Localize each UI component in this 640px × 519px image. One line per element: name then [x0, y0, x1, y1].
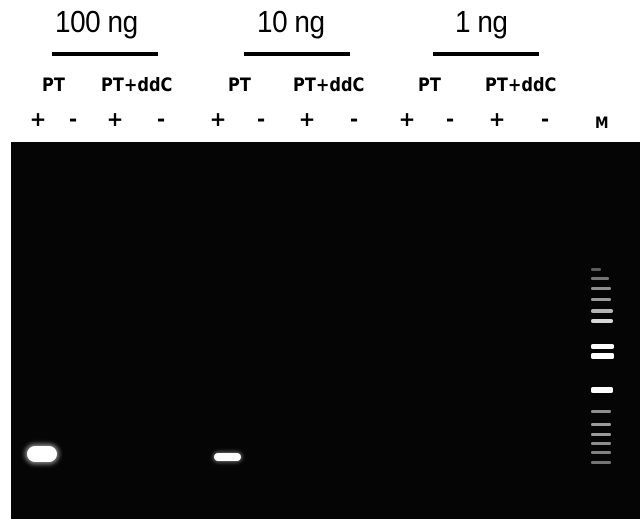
lane-label-pt-10ng: PT	[228, 74, 251, 96]
lane-sign-2: -	[68, 107, 78, 131]
marker-lane-label: M	[595, 113, 609, 132]
ladder-band	[591, 287, 611, 290]
lane-label-ptddc-1ng: PT+ddC	[485, 74, 557, 96]
band-lane-1	[27, 446, 57, 462]
lane-sign-11: +	[488, 107, 506, 131]
ladder-band	[591, 410, 611, 413]
group-label-1ng: 1 ng	[455, 4, 508, 39]
ladder-band	[591, 353, 614, 359]
lane-sign-9: +	[398, 107, 416, 131]
band-lane-5	[214, 453, 241, 461]
ladder-band	[591, 298, 611, 301]
lane-sign-7: +	[298, 107, 316, 131]
ladder-band	[591, 344, 614, 349]
group-bar-10ng	[244, 52, 350, 56]
ladder-band	[591, 309, 613, 313]
ladder-band	[591, 277, 609, 280]
group-bar-100ng	[52, 52, 158, 56]
ladder-band	[591, 442, 611, 445]
lane-sign-3: +	[106, 107, 124, 131]
lane-label-pt-1ng: PT	[418, 74, 441, 96]
lane-label-ptddc-10ng: PT+ddC	[293, 74, 365, 96]
lane-sign-12: -	[540, 107, 550, 131]
ladder-band	[591, 319, 613, 323]
ladder-band	[591, 451, 611, 454]
lane-sign-5: +	[209, 107, 227, 131]
group-bar-1ng	[433, 52, 539, 56]
ladder-band	[591, 461, 611, 464]
ladder-band	[591, 433, 611, 436]
lane-sign-8: -	[349, 107, 359, 131]
lane-sign-6: -	[256, 107, 266, 131]
ladder-band	[591, 423, 611, 426]
lane-sign-4: -	[156, 107, 166, 131]
gel-image	[11, 142, 640, 519]
ladder-band	[591, 387, 613, 393]
lane-sign-1: +	[29, 107, 47, 131]
lane-label-pt-100ng: PT	[42, 74, 65, 96]
group-label-10ng: 10 ng	[257, 4, 325, 39]
lane-label-ptddc-100ng: PT+ddC	[101, 74, 173, 96]
group-label-100ng: 100 ng	[55, 4, 138, 39]
lane-sign-10: -	[445, 107, 455, 131]
ladder-band	[591, 268, 601, 271]
